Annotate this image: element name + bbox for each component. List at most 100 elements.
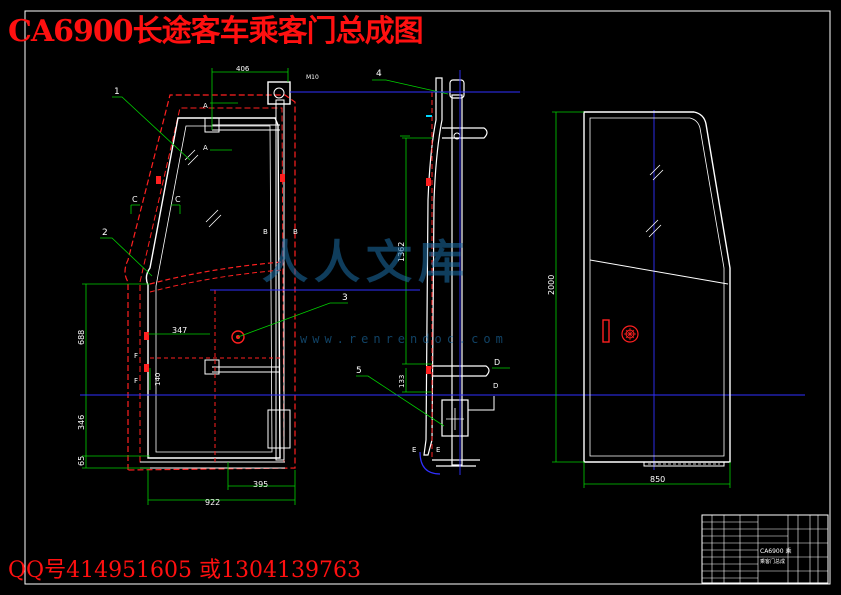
front-bottom-rail xyxy=(140,461,285,469)
section-f-2: F xyxy=(134,377,138,385)
side-cylinder xyxy=(441,399,469,437)
front-upper-arm xyxy=(212,124,280,131)
callout-1: 1 xyxy=(114,87,120,97)
section-d-1: D xyxy=(494,358,500,367)
front-marker-1 xyxy=(156,176,161,184)
front-dimensions xyxy=(82,68,348,505)
front-view: 406 M10 347 922 395 688 346 65 140 1 2 3… xyxy=(77,65,348,507)
section-a-2: A xyxy=(203,144,208,152)
front-dimension-labels: 406 M10 347 922 395 688 346 65 140 1 2 3… xyxy=(77,65,348,507)
dim-m10: M10 xyxy=(306,74,319,81)
right-view: 2000 850 xyxy=(547,111,731,488)
right-door-inner xyxy=(589,117,725,457)
dim-406: 406 xyxy=(236,65,250,73)
dim-line-922 xyxy=(147,470,296,505)
side-blue-arc xyxy=(419,451,441,475)
front-top-hinge xyxy=(267,81,291,105)
title-block-subtitle: 乘客门总成 xyxy=(760,558,785,565)
side-marker-2 xyxy=(426,366,431,374)
dim-line-346 xyxy=(82,392,150,457)
leader-5 xyxy=(356,375,445,427)
side-cylinder-cross xyxy=(446,408,464,430)
contact-info: QQ号414951605 或1304139763 xyxy=(8,558,362,583)
title-block-rows xyxy=(702,521,828,579)
dim-395: 395 xyxy=(253,480,268,489)
section-c-right xyxy=(171,204,181,214)
dim-line-406 xyxy=(211,68,289,130)
dim-line-133 xyxy=(402,368,432,393)
dim-line-395 xyxy=(227,462,295,490)
dim-65: 65 xyxy=(77,456,86,466)
side-lower-arm xyxy=(432,365,490,377)
dim-2000: 2000 xyxy=(547,275,556,295)
dim-1362: 1362 xyxy=(397,242,406,262)
dim-133: 133 xyxy=(398,375,406,388)
front-lower-arm xyxy=(212,366,280,373)
title-block-col-1 xyxy=(711,515,759,583)
dim-line-1362 xyxy=(402,137,432,365)
dim-922: 922 xyxy=(205,498,220,507)
glass-hatch-2 xyxy=(205,209,222,228)
callout-3: 3 xyxy=(342,293,348,303)
dim-347: 347 xyxy=(172,326,187,335)
right-door-outline xyxy=(583,111,731,463)
right-glass-hatch-1 xyxy=(649,164,664,181)
side-view: 1362 133 4 5 D D E E xyxy=(356,69,510,475)
leader-2 xyxy=(100,237,153,277)
right-glass-hatch-2 xyxy=(645,219,662,238)
drawing-title: CA6900长途客车乘客门总成图 xyxy=(8,14,424,49)
right-lock-outer xyxy=(621,325,639,343)
glass-hatch-1 xyxy=(184,149,199,166)
dim-line-2000 xyxy=(552,111,584,463)
front-lock xyxy=(231,330,245,344)
section-b-1: B xyxy=(263,228,268,236)
leader-3 xyxy=(237,302,348,338)
callout-5: 5 xyxy=(356,366,362,376)
dim-140: 140 xyxy=(154,373,162,386)
front-belt-line xyxy=(149,261,283,285)
dim-line-850 xyxy=(583,462,731,488)
right-bottom-rail xyxy=(643,461,725,467)
right-belt-line xyxy=(589,259,729,285)
section-d-2: D xyxy=(493,382,498,390)
center-lines xyxy=(80,70,805,475)
dim-line-688 xyxy=(82,283,150,392)
section-e-2: E xyxy=(436,446,440,454)
side-marker-1 xyxy=(426,178,431,186)
side-top-cap xyxy=(449,79,465,99)
front-top-hinge-bolt xyxy=(273,87,285,99)
front-marker-4 xyxy=(144,364,149,372)
title-block-drawing-no: CA6900 乘 xyxy=(760,547,791,555)
right-dimensions xyxy=(552,111,731,488)
section-c-2: C xyxy=(175,195,181,204)
section-a-1: A xyxy=(203,102,208,110)
section-e-1: E xyxy=(412,446,416,454)
section-c-1: C xyxy=(132,195,138,204)
section-c-left xyxy=(130,204,140,214)
right-lock-spokes xyxy=(624,328,636,340)
front-door-inner xyxy=(155,125,273,453)
dim-850: 850 xyxy=(650,475,665,484)
dim-346: 346 xyxy=(77,415,86,430)
side-hinge-shaft xyxy=(451,94,463,466)
side-bracket xyxy=(468,396,495,411)
callout-4: 4 xyxy=(376,69,382,79)
front-marker-2 xyxy=(280,174,285,182)
side-bottom-plate xyxy=(432,459,480,467)
section-f-1: F xyxy=(134,352,138,360)
leader-4 xyxy=(372,79,449,95)
front-bottom-step xyxy=(267,409,291,449)
drawing-border xyxy=(24,10,831,585)
front-outline-red-outer xyxy=(124,94,296,471)
watermark-url: www.renrendoc.com xyxy=(300,332,508,346)
side-dimensions xyxy=(356,79,510,427)
leader-1 xyxy=(112,96,191,161)
dim-line-65 xyxy=(82,456,150,469)
front-belt-line-2 xyxy=(149,269,283,293)
title-block: CA6900 乘 乘客门总成 xyxy=(701,514,829,584)
watermark-logo: 人人文库 xyxy=(262,235,470,289)
title-block-frame xyxy=(701,514,829,584)
side-upper-arm xyxy=(442,127,488,139)
front-marker-3 xyxy=(144,332,149,340)
